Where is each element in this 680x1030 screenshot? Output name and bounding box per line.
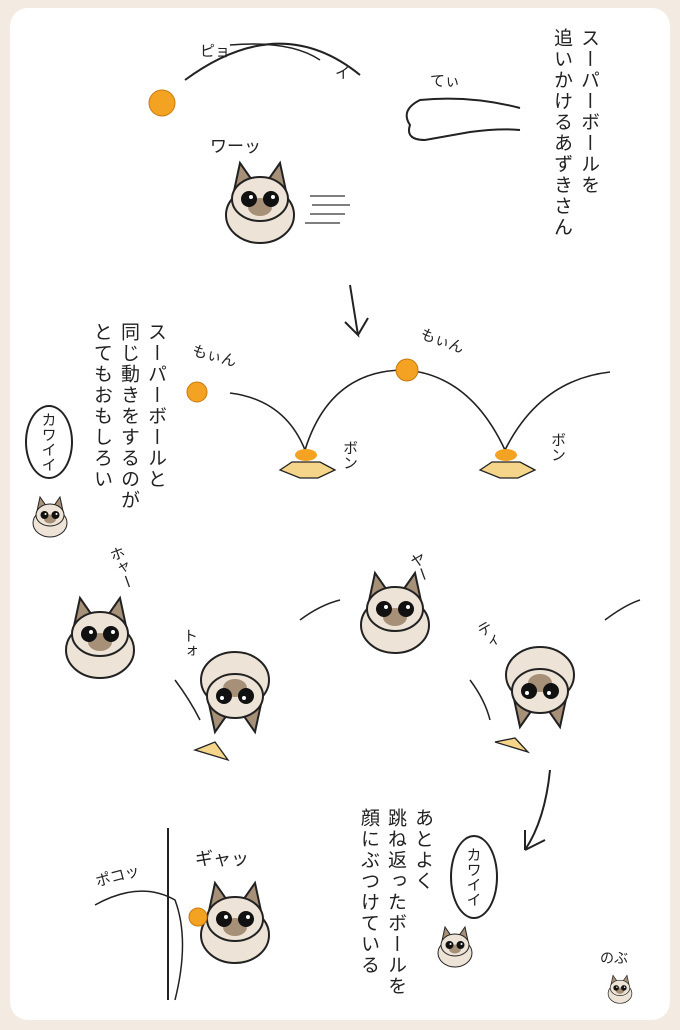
cat-jumping-1 — [65, 597, 135, 679]
sfx-gyatsu: ギャッ — [195, 849, 249, 870]
sfx-i: イ — [335, 64, 351, 82]
signature: のぶ — [600, 951, 628, 967]
sfx-tei: てぃ — [430, 72, 461, 90]
signature-cat — [607, 974, 633, 1004]
ball-icon — [148, 89, 176, 117]
caption-line: 顔にぶつけている — [358, 808, 380, 976]
cat-running — [225, 162, 295, 244]
caption-line: とてもおもしろい — [91, 322, 113, 490]
small-cat-face-1 — [32, 496, 68, 538]
caption-line: スーパーボールと — [145, 322, 167, 490]
comic-panel — [10, 8, 670, 1020]
ball-trajectory — [184, 42, 361, 81]
throwing-hand — [405, 97, 521, 142]
caption-line: 跳ね返ったボールを — [385, 808, 407, 997]
cat-landing-2 — [505, 646, 575, 728]
cat-jumping-2 — [360, 572, 430, 654]
arrow-down-icon — [344, 284, 369, 338]
caption-middle: スーパーボールと 同じ動きをするのが とてもおもしろい — [88, 322, 169, 511]
cat-landing-1 — [200, 651, 270, 733]
cat-hit-face — [200, 882, 270, 964]
sfx-waa: ワーッ — [210, 137, 261, 157]
sfx-too: トォ — [181, 628, 199, 658]
caption-top: スーパーボールを 追いかけるあずきさん — [548, 28, 602, 238]
arrow-down-left-icon — [524, 769, 551, 851]
caption-line: スーパーボールを — [578, 28, 600, 196]
speech-bubble: カワイイ — [450, 835, 498, 919]
caption-line: あとよく — [412, 808, 434, 892]
caption-bottom: あとよく 跳ね返ったボールを 顔にぶつけている — [355, 808, 436, 997]
sfx-pyo: ピョ — [200, 42, 231, 60]
small-cat-face-2 — [437, 926, 473, 968]
speech-bubble: カワイイ — [25, 405, 73, 479]
sfx-bon: ボン — [549, 432, 567, 462]
caption-line: 追いかけるあずきさん — [551, 28, 573, 238]
sfx-bon: ボン — [341, 440, 359, 470]
caption-line: 同じ動きをするのが — [118, 322, 140, 511]
